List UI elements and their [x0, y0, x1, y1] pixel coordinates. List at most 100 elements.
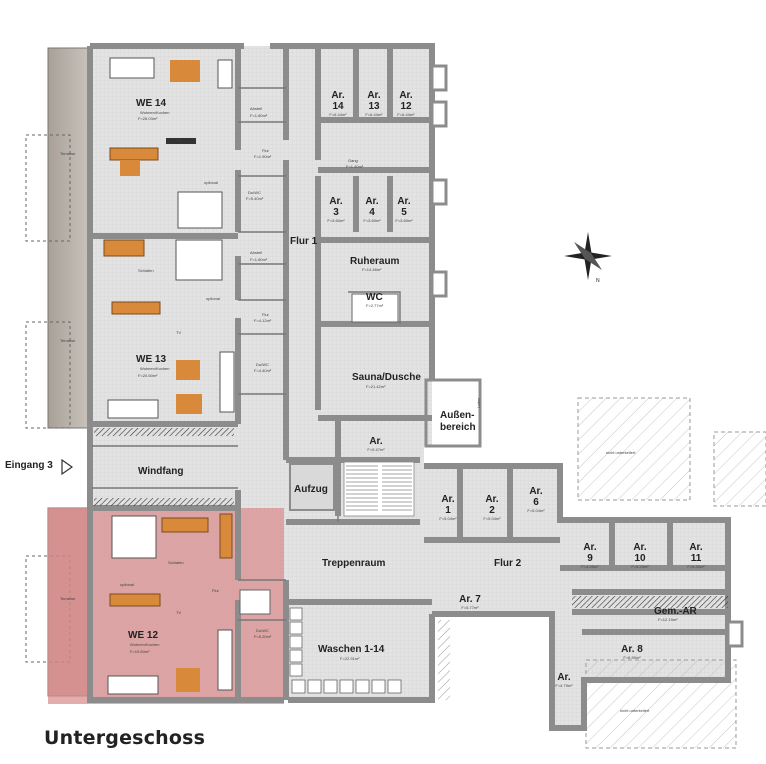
svg-text:Ar.: Ar.	[331, 90, 345, 101]
svg-text:Ar.: Ar.	[485, 494, 499, 505]
svg-text:Flur: Flur	[262, 312, 270, 317]
svg-text:Ar.: Ar.	[397, 196, 411, 207]
svg-text:Flur: Flur	[212, 588, 220, 593]
svg-text:bereich: bereich	[440, 422, 476, 433]
svg-text:Du/WC: Du/WC	[248, 190, 261, 195]
svg-text:Ar.: Ar.	[583, 542, 597, 553]
svg-text:Ar. 8: Ar. 8	[621, 644, 643, 655]
svg-text:F=5.20m²: F=5.20m²	[631, 564, 649, 569]
svg-text:F=6.44m²: F=6.44m²	[365, 112, 383, 117]
storage-labels: Ar.14F=6.44m²Ar.13F=6.44m²Ar.12F=6.44m²A…	[327, 90, 705, 688]
lintel-top	[94, 428, 234, 436]
svg-text:F=4.12m²: F=4.12m²	[254, 318, 272, 323]
svg-text:Ar.: Ar.	[369, 436, 383, 447]
svg-text:F=5.04m²: F=5.04m²	[439, 516, 457, 521]
svg-text:Du/WC: Du/WC	[256, 628, 269, 633]
svg-text:Abstell: Abstell	[250, 106, 262, 111]
svg-text:6: 6	[533, 497, 539, 508]
svg-text:TV: TV	[176, 138, 181, 143]
storage-room-ar11: Ar.11F=5.30m²	[687, 542, 705, 569]
storage-room-ar1: Ar.1F=5.04m²	[439, 494, 457, 521]
svg-text:11: 11	[691, 553, 702, 564]
storage-room-ar9: Ar.9F=4.05m²	[581, 542, 599, 569]
svg-text:Gang: Gang	[348, 158, 358, 163]
svg-text:9: 9	[587, 553, 593, 564]
staircase	[343, 461, 415, 517]
svg-text:F=9.47m²: F=9.47m²	[367, 447, 385, 452]
storage-room-ar_s: Ar.F=4.79m²	[555, 672, 573, 688]
svg-text:Wohnen/Kochen: Wohnen/Kochen	[130, 642, 160, 647]
svg-text:F=3.60m²: F=3.60m²	[327, 218, 345, 223]
label-flur1: Flur 1	[290, 236, 318, 247]
elevator-shaft	[289, 463, 335, 511]
svg-text:Terrasse: Terrasse	[60, 338, 76, 343]
svg-text:14: 14	[332, 101, 344, 112]
svg-text:Ar.: Ar.	[633, 542, 647, 553]
svg-text:Wohnen/Kochen: Wohnen/Kochen	[140, 366, 170, 371]
svg-text:F=6.44m²: F=6.44m²	[397, 112, 415, 117]
walls	[87, 43, 731, 731]
svg-text:F=22.91m²: F=22.91m²	[340, 656, 360, 661]
svg-text:Ar.: Ar.	[557, 672, 571, 683]
svg-text:F=5.40m²: F=5.40m²	[246, 196, 264, 201]
label-we14: WE 14	[136, 98, 166, 109]
storage-room-ar13: Ar.13F=6.44m²	[365, 90, 383, 117]
label-flur2: Flur 2	[494, 558, 522, 569]
svg-text:F=12.19m²: F=12.19m²	[658, 617, 678, 622]
label-treppenraum: Treppenraum	[322, 558, 385, 569]
svg-text:Ar.: Ar.	[529, 486, 543, 497]
svg-text:Ar.: Ar.	[365, 196, 379, 207]
svg-text:F=6.44m²: F=6.44m²	[329, 112, 347, 117]
svg-text:F=1.80m²: F=1.80m²	[250, 113, 268, 118]
svg-text:Ar.: Ar.	[689, 542, 703, 553]
svg-text:TV: TV	[176, 610, 181, 615]
svg-text:F=6.90m²: F=6.90m²	[623, 655, 641, 660]
lintel-bottom	[94, 498, 234, 506]
svg-text:Ar.: Ar.	[367, 90, 381, 101]
svg-text:F=20.60m²: F=20.60m²	[138, 373, 158, 378]
storage-room-ar10: Ar.10F=5.20m²	[631, 542, 649, 569]
svg-text:nicht unterkellert: nicht unterkellert	[606, 450, 636, 455]
svg-text:F=4.05m²: F=4.05m²	[581, 564, 599, 569]
svg-text:F=3.60m²: F=3.60m²	[363, 218, 381, 223]
label-wc: WC	[366, 292, 383, 303]
svg-text:Terrasse: Terrasse	[60, 151, 76, 156]
lintel-gem-ar	[572, 596, 728, 608]
svg-text:F=5.04m²: F=5.04m²	[483, 516, 501, 521]
svg-text:Ar. 7: Ar. 7	[459, 594, 481, 605]
storage-room-ar7: Ar. 7F=5.77m²	[459, 594, 481, 610]
svg-text:Schlafen: Schlafen	[168, 560, 184, 565]
label-eingang: Eingang 3	[5, 460, 53, 471]
storage-room-ar14: Ar.14F=6.44m²	[329, 90, 347, 117]
svg-text:F=21.42m²: F=21.42m²	[366, 384, 386, 389]
svg-text:Terrasse: Terrasse	[60, 596, 76, 601]
svg-text:Flur: Flur	[262, 148, 270, 153]
svg-text:F=5.20m²: F=5.20m²	[254, 634, 272, 639]
svg-text:F=26.03m²: F=26.03m²	[138, 116, 158, 121]
window-bays	[424, 64, 744, 648]
svg-text:F=1.90m²: F=1.90m²	[254, 154, 272, 159]
svg-text:F=4.79m²: F=4.79m²	[555, 683, 573, 688]
svg-text:12: 12	[400, 101, 412, 112]
storage-room-ar5: Ar.5F=3.60m²	[395, 196, 413, 223]
label-windfang: Windfang	[138, 466, 183, 477]
label-gem-ar: Gem.-AR	[654, 606, 698, 617]
svg-text:optional: optional	[206, 296, 220, 301]
svg-text:13: 13	[368, 101, 380, 112]
svg-text:Ar.: Ar.	[441, 494, 455, 505]
svg-text:10: 10	[634, 553, 646, 564]
svg-text:Leiter: Leiter	[476, 397, 481, 408]
svg-text:optional: optional	[204, 180, 218, 185]
storage-room-ar2: Ar.2F=5.04m²	[483, 494, 501, 521]
svg-text:optional: optional	[120, 582, 134, 587]
svg-text:Wohnen/Kochen: Wohnen/Kochen	[140, 110, 170, 115]
label-we12: WE 12	[128, 630, 158, 641]
svg-text:F=4.40m²: F=4.40m²	[254, 368, 272, 373]
svg-text:Ar.: Ar.	[329, 196, 343, 207]
svg-text:F=14.46m²: F=14.46m²	[362, 267, 382, 272]
storage-room-ar4: Ar.4F=3.60m²	[363, 196, 381, 223]
svg-text:F=1.80m²: F=1.80m²	[250, 257, 268, 262]
svg-text:F=1.40m²: F=1.40m²	[346, 164, 364, 169]
storage-room-ar3: Ar.3F=3.60m²	[327, 196, 345, 223]
svg-text:F=3.60m²: F=3.60m²	[395, 218, 413, 223]
